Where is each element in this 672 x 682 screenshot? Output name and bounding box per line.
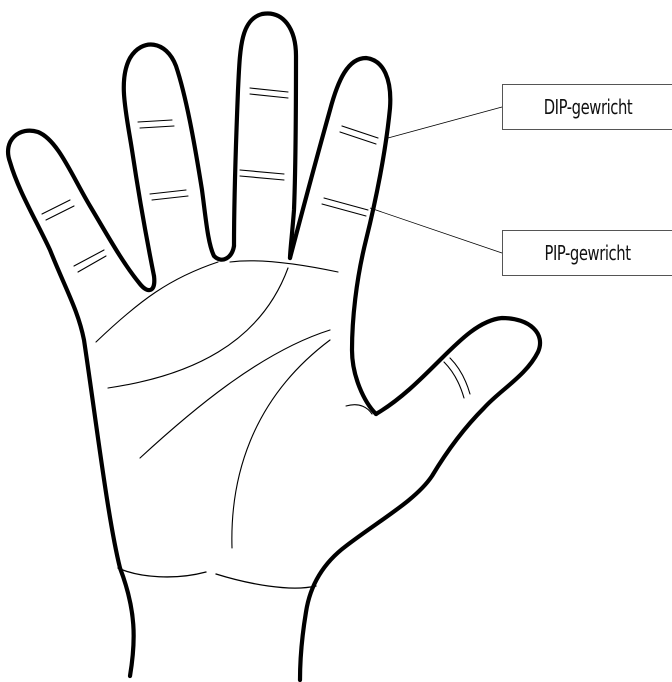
thumb-outline bbox=[300, 318, 540, 680]
heart-line bbox=[96, 262, 218, 342]
index-crease-2a bbox=[324, 198, 368, 210]
index-crease-2b bbox=[322, 204, 366, 216]
middle-crease-1a bbox=[250, 88, 288, 92]
little-crease-2a bbox=[74, 250, 104, 266]
index-crease-1b bbox=[340, 132, 376, 144]
middle-finger-outline bbox=[234, 13, 296, 258]
middle-crease-2b bbox=[240, 176, 284, 180]
thumb-crease-a bbox=[444, 362, 464, 398]
pip-leader-line bbox=[370, 208, 502, 253]
little-crease-2b bbox=[78, 256, 106, 272]
ring-crease-1a bbox=[138, 120, 172, 122]
leader-lines bbox=[370, 107, 502, 253]
pip-joint-label-text: PIP-gewricht bbox=[545, 241, 631, 265]
life-line bbox=[140, 330, 330, 458]
finger-base-line bbox=[230, 261, 338, 272]
ring-finger-outline bbox=[124, 45, 234, 276]
ring-crease-1b bbox=[140, 126, 174, 128]
little-crease-1a bbox=[42, 200, 70, 214]
dip-leader-line bbox=[388, 107, 502, 138]
dip-joint-label: DIP-gewricht bbox=[502, 84, 672, 130]
head-line bbox=[108, 268, 288, 388]
wrist-crease-right bbox=[216, 574, 316, 588]
palm-lines bbox=[96, 261, 372, 548]
middle-crease-1b bbox=[250, 94, 288, 98]
little-crease-1b bbox=[46, 206, 74, 220]
hand-outline bbox=[8, 13, 540, 680]
middle-crease-2a bbox=[240, 170, 284, 174]
wrist-crease-left bbox=[118, 568, 206, 577]
ring-crease-2b bbox=[152, 196, 188, 200]
wrist-creases bbox=[118, 568, 316, 588]
pip-joint-label: PIP-gewricht bbox=[502, 230, 672, 276]
thumb-crease-b bbox=[450, 358, 470, 394]
index-crease-1a bbox=[342, 126, 378, 138]
dip-joint-label-text: DIP-gewricht bbox=[544, 95, 633, 119]
little-finger-outline bbox=[8, 131, 154, 676]
finger-creases bbox=[42, 88, 470, 398]
ring-crease-2a bbox=[150, 190, 186, 194]
